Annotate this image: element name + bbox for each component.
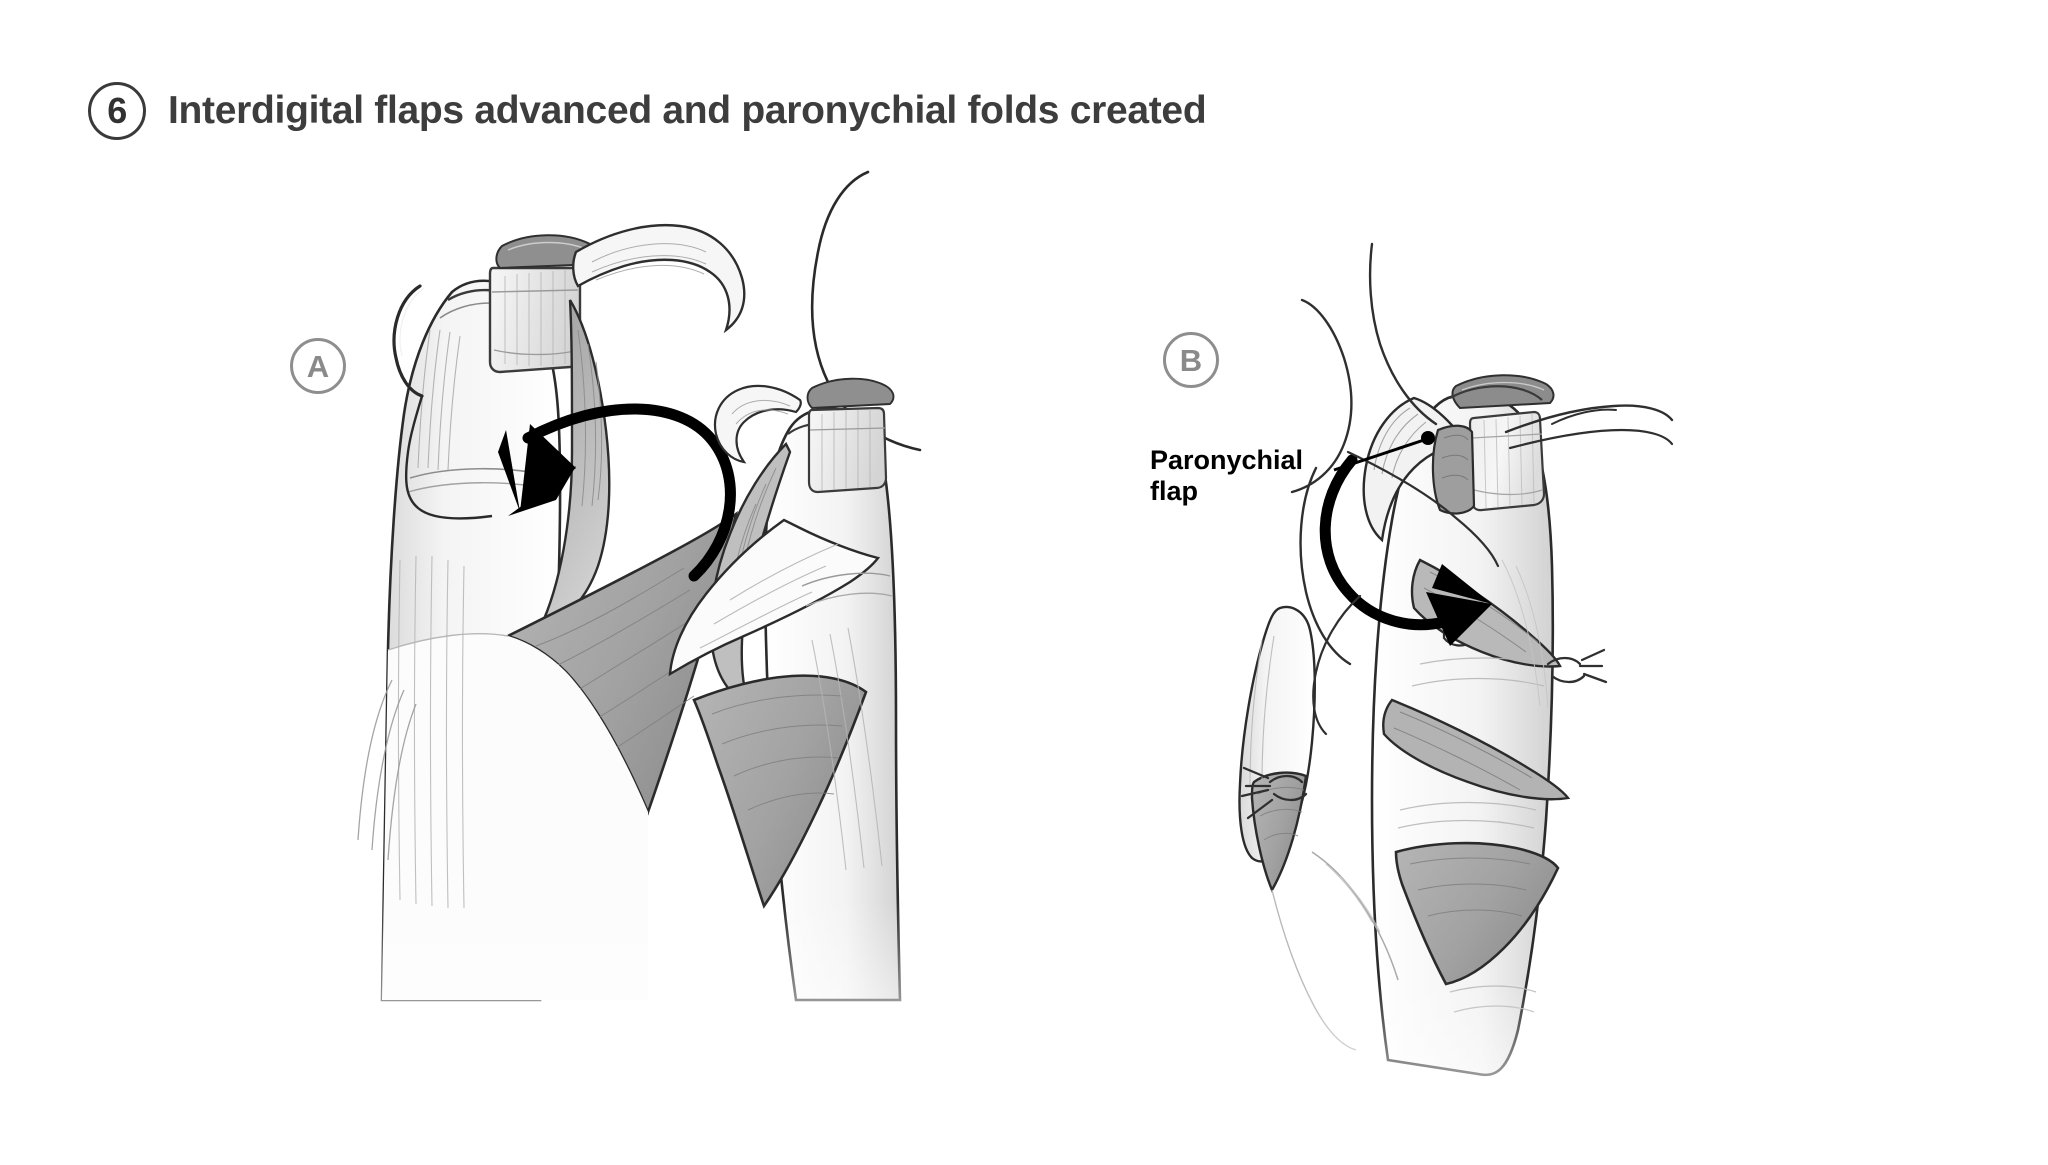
step-number-badge: 6 xyxy=(88,82,146,140)
panel-a-left-finger xyxy=(357,234,739,1002)
step-header: 6 Interdigital flaps advanced and parony… xyxy=(88,82,1207,140)
panel-a-lifted-eponychial-sliver xyxy=(572,223,746,334)
page-title: Interdigital flaps advanced and paronych… xyxy=(168,89,1207,132)
panel-a-suture-needle xyxy=(392,284,493,520)
panel-label-a-letter: A xyxy=(306,348,330,384)
panel-b-suture-knot-lower xyxy=(1240,766,1308,820)
annotation-paronychial-flap: Paronychial flap xyxy=(1150,445,1304,507)
panel-b-adjacent-finger-stump xyxy=(1238,605,1357,1051)
panel-b-finger xyxy=(1362,374,1571,1077)
panel-label-a: A xyxy=(290,338,346,394)
panel-b-figure xyxy=(1200,242,1720,1165)
annotation-leader-paronychial-flap xyxy=(1333,431,1435,472)
step-number: 6 xyxy=(107,90,127,131)
panel-b-suture-knot-nailfold xyxy=(1423,603,1493,655)
panel-b-rotation-arrow xyxy=(1319,454,1492,646)
panel-label-b: B xyxy=(1163,332,1219,388)
panel-b-suture-knot-upper xyxy=(1546,648,1608,684)
panel-a-rotation-arrow xyxy=(498,403,736,582)
panel-a-suture-thread-upper xyxy=(810,170,922,452)
panel-a-right-finger xyxy=(668,377,902,1002)
panel-label-b-letter: B xyxy=(1179,342,1203,378)
panel-a-figure xyxy=(330,170,950,1100)
panel-b-suture-threads xyxy=(1290,242,1674,736)
